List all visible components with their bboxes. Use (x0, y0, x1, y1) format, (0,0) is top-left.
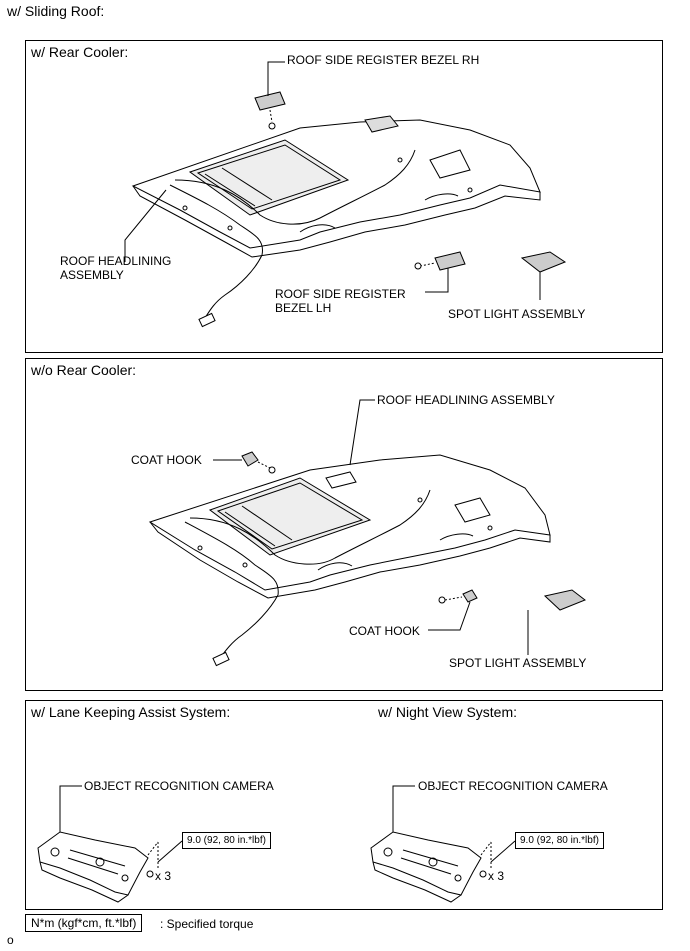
label-camera-left: OBJECT RECOGNITION CAMERA (84, 779, 274, 793)
panel-title-night-view: w/ Night View System: (378, 704, 518, 720)
torque-value-left: 9.0 (92, 80 in.*lbf) (182, 832, 271, 849)
torque-legend-description: : Specified torque (160, 917, 254, 931)
panel-rear-cooler (25, 40, 663, 353)
headliner-no-rear-cooler-illustration (148, 399, 587, 667)
label-spot-light: SPOT LIGHT ASSEMBLY (449, 656, 587, 670)
panel-title-rear-cooler: w/ Rear Cooler: (31, 44, 129, 60)
camera-right-illustration (370, 785, 516, 903)
label-register-bezel-lh: ROOF SIDE REGISTER BEZEL LH (275, 287, 406, 315)
page-title: w/ Sliding Roof: (7, 3, 105, 19)
headliner-rear-cooler-illustration (124, 61, 567, 328)
panel-title-lane-keeping: w/ Lane Keeping Assist System: (31, 704, 231, 720)
torque-unit-legend-box: N*m (kgf*cm, ft.*lbf) (25, 914, 143, 932)
label-coat-hook-top: COAT HOOK (131, 453, 202, 467)
label-camera-right: OBJECT RECOGNITION CAMERA (418, 779, 608, 793)
label-roof-headlining: ROOF HEADLINING ASSEMBLY (60, 254, 172, 282)
quantity-left: x 3 (155, 869, 172, 883)
label-register-bezel-rh: ROOF SIDE REGISTER BEZEL RH (287, 53, 480, 67)
label-roof-headlining: ROOF HEADLINING ASSEMBLY (377, 393, 555, 407)
footer-mark: o (7, 933, 14, 947)
label-spot-light: SPOT LIGHT ASSEMBLY (448, 307, 586, 321)
camera-left-illustration (37, 785, 183, 903)
torque-value-right: 9.0 (92, 80 in.*lbf) (515, 832, 604, 849)
panel-no-rear-cooler (25, 358, 663, 691)
panel-camera (25, 700, 663, 910)
quantity-right: x 3 (488, 869, 505, 883)
panel-title-no-rear-cooler: w/o Rear Cooler: (31, 362, 137, 378)
label-coat-hook-bottom: COAT HOOK (349, 624, 420, 638)
